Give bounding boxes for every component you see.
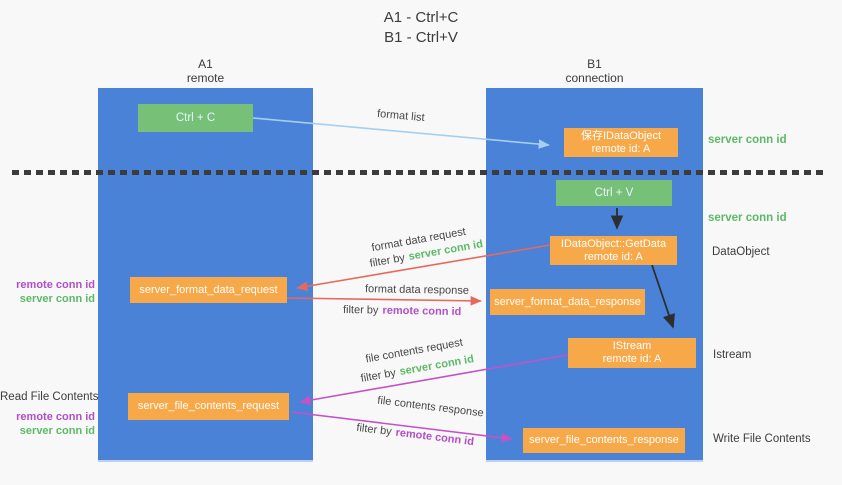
column-b1-subtitle: connection (565, 71, 624, 85)
label-server-conn-id-left-1: server conn id (19, 293, 95, 305)
label-server-conn-id-mid-right: server conn id (708, 212, 787, 224)
column-a1-name: A1 (198, 57, 213, 71)
column-b1-name: B1 (587, 57, 602, 71)
node-server-format-data-response: server_format_data_response (490, 289, 645, 315)
diagram-title: A1 - Ctrl+C B1 - Ctrl+V (0, 8, 842, 48)
node-server-file-contents-response: server_file_contents_response (523, 428, 685, 453)
node-server-file-contents-response-label: server_file_contents_response (529, 434, 679, 446)
node-server-format-data-request: server_format_data_request (130, 277, 287, 303)
label-server-conn-id-top-right: server conn id (708, 134, 787, 146)
label-file-contents-response: file contents response (376, 394, 485, 420)
node-ctrl-v: Ctrl + V (556, 180, 672, 206)
node-server-format-data-response-label: server_format_data_response (494, 295, 641, 308)
title-line-2: B1 - Ctrl+V (384, 29, 458, 46)
node-istream: IStream remote id: A (568, 338, 696, 368)
label-remote-conn-id-left-2: remote conn id (16, 411, 95, 423)
column-header-b1: B1 connection (486, 57, 703, 85)
arrow-format-data-response (285, 296, 482, 306)
label-remote-conn-id-left-1: remote conn id (16, 279, 95, 291)
node-ctrl-c: Ctrl + C (138, 104, 253, 132)
label-format-list: format list (376, 107, 426, 125)
label-server-conn-id-left-2: server conn id (19, 425, 95, 437)
label-dataobject: DataObject (712, 246, 770, 258)
label-istream: Istream (713, 349, 752, 361)
node-idataobject-getdata-line2: remote id: A (584, 250, 643, 263)
left-conn-id-stack-2: remote conn id server conn id (0, 410, 95, 438)
node-server-file-contents-request-label: server_file_contents_request (137, 400, 280, 412)
node-save-idataobject-line2: remote id: A (591, 142, 651, 155)
column-header-a1: A1 remote (98, 57, 313, 85)
label-write-file-contents: Write File Contents (713, 433, 811, 445)
node-server-format-data-request-label: server_format_data_request (139, 283, 278, 296)
label-read-file-contents: Read File Contents (0, 391, 99, 403)
node-idataobject-getdata-line1: IDataObject::GetData (560, 237, 667, 250)
left-conn-id-stack-1: remote conn id server conn id (0, 278, 95, 306)
node-idataobject-getdata: IDataObject::GetData remote id: A (550, 236, 677, 265)
phase-divider-dotted-line (12, 170, 823, 175)
node-ctrl-c-label: Ctrl + C (175, 111, 216, 124)
node-save-idataobject: 保存IDataObject remote id: A (564, 128, 678, 157)
node-ctrl-v-label: Ctrl + V (594, 186, 634, 199)
title-line-1: A1 - Ctrl+C (383, 9, 459, 26)
node-istream-line1: IStream (612, 340, 652, 352)
node-save-idataobject-line1: 保存IDataObject (580, 129, 662, 142)
node-istream-line2: remote id: A (602, 353, 662, 365)
column-a1-subtitle: remote (186, 71, 225, 85)
node-server-file-contents-request: server_file_contents_request (128, 393, 289, 420)
label-format-data-response: format data response (364, 283, 470, 297)
